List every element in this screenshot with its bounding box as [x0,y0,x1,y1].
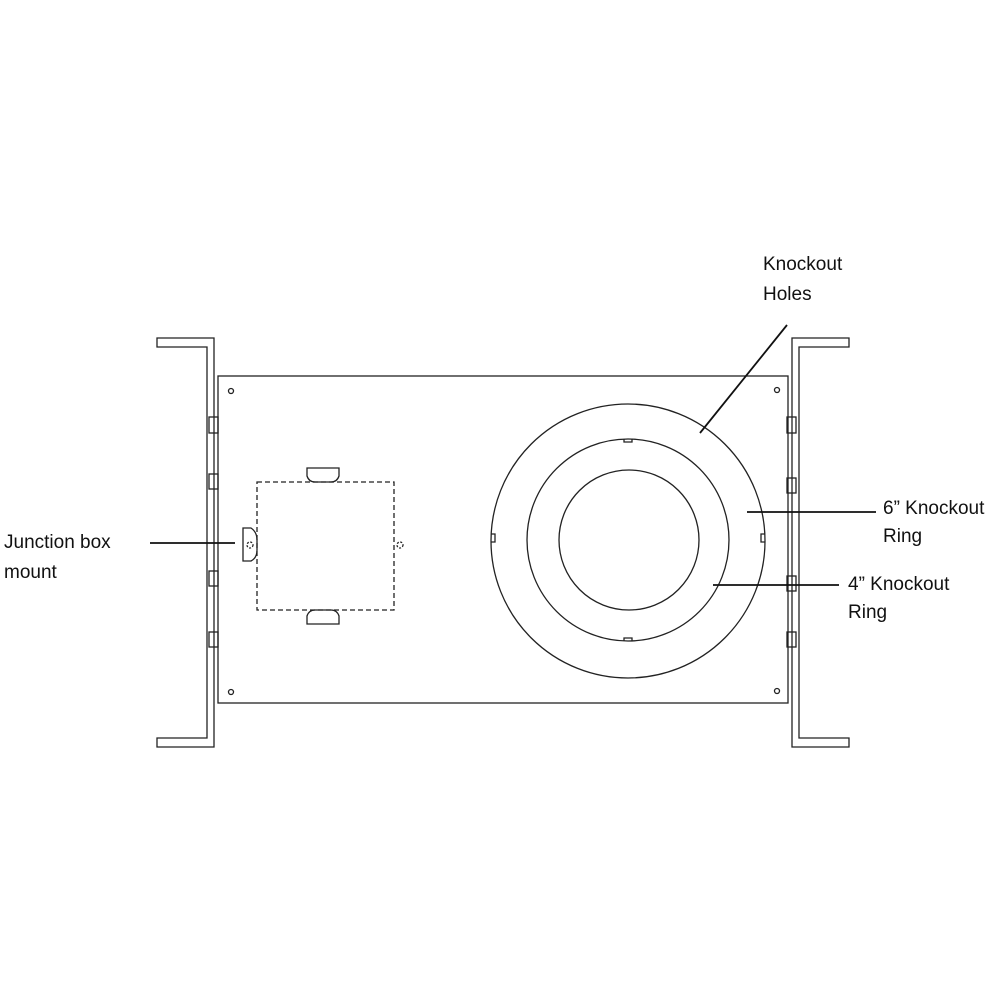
knockout-holes-label: Knockout Holes [763,254,848,305]
six-inch-knockout-ring [526,438,730,642]
four-inch-knockout-ring [558,469,700,611]
six-inch-knockout-ring-label: 6” Knockout Ring [883,498,990,547]
right-mounting-bracket [786,337,850,748]
four-inch-knockout-ring-label: 4” Knockout Ring [848,574,955,623]
knockout-holes-leader [699,324,788,434]
mounting-plate [217,375,789,704]
junction-box-mount-label: Junction box mount [4,532,116,583]
screw-holes [227,386,781,696]
outer-knockout-ring [490,403,766,679]
knockout-rings [490,403,766,679]
junction-box-outline [242,467,404,625]
